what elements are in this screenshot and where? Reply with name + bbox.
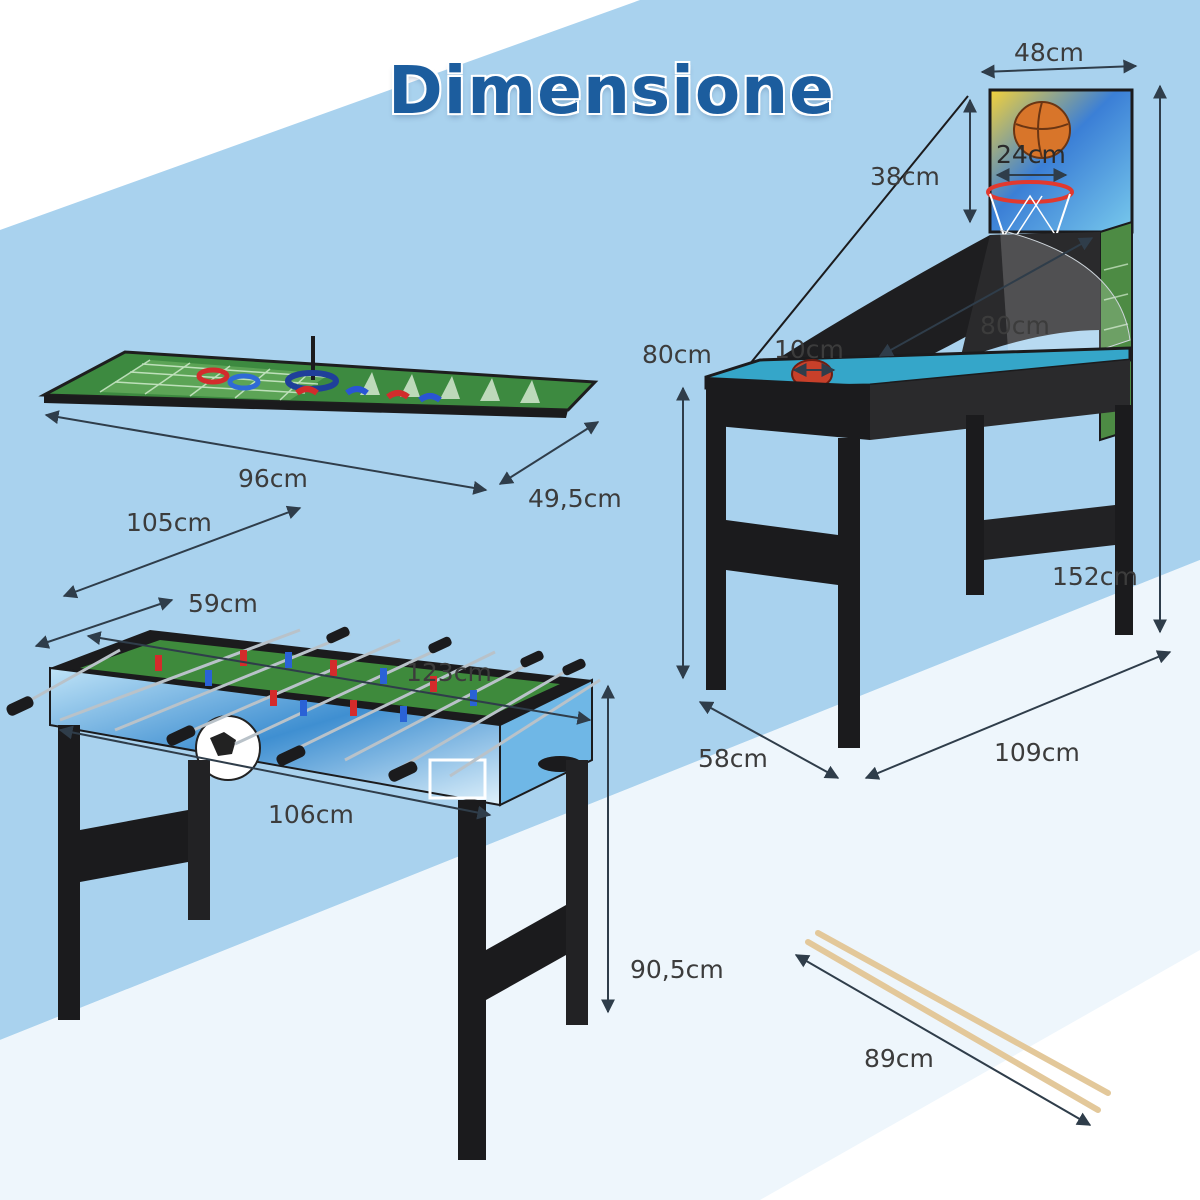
lane-length-label: 109cm — [994, 738, 1080, 767]
foosball-height-label: 90,5cm — [630, 955, 724, 984]
lane-height-label: 80cm — [642, 340, 712, 369]
hoop-width-label: 48cm — [1014, 38, 1084, 67]
foosball-length-label: 105cm — [126, 508, 212, 537]
foosball-width-label: 59cm — [188, 589, 258, 618]
total-height-label: 152cm — [1052, 562, 1138, 591]
hoop-rim-label: 24cm — [996, 140, 1066, 169]
leg-span-label: 106cm — [268, 800, 354, 829]
hoop-height-label: 38cm — [870, 162, 940, 191]
ball-diameter-label: 10cm — [774, 335, 844, 364]
lane-depth-label: 58cm — [698, 744, 768, 773]
board-width-label: 49,5cm — [528, 484, 622, 513]
ramp-length-label: 80cm — [980, 311, 1050, 340]
board-length-label: 96cm — [238, 464, 308, 493]
page-title: Dimensione — [388, 52, 835, 129]
rod-length-label: 123cm — [406, 658, 492, 687]
dimension-arrows — [34, 59, 1172, 1126]
cue-length-label: 89cm — [864, 1044, 934, 1073]
